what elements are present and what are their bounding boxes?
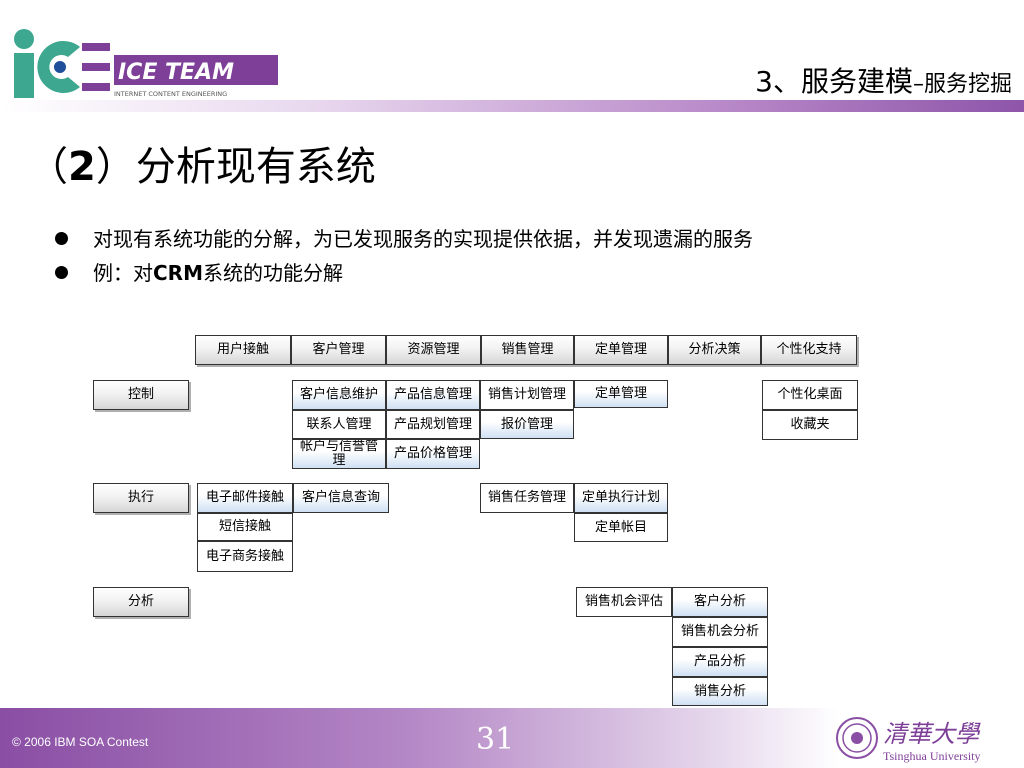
function-cell: 联系人管理 [292, 410, 386, 439]
function-cell: 销售分析 [672, 677, 768, 706]
tsinghua-logo: 清華大學 Tsinghua University [836, 717, 981, 763]
function-cell: 销售机会分析 [672, 617, 768, 647]
function-cell: 电子邮件接触 [197, 483, 293, 513]
function-cell: 产品价格管理 [386, 439, 480, 469]
bullet-dot-icon [55, 232, 68, 245]
logo-text: ICE TEAM [118, 60, 234, 85]
university-name-en: Tsinghua University [883, 749, 980, 763]
column-header: 资源管理 [386, 335, 481, 365]
function-cell: 帐户与信誉管理 [292, 439, 386, 469]
section-title: 3、服务建模–服务挖掘 [755, 60, 1012, 100]
logo-subtext: INTERNET CONTENT ENGINEERING [114, 90, 227, 98]
slide-title-open: （ [28, 144, 68, 190]
slide-title: （2）分析现有系统 [28, 134, 376, 192]
function-cell: 产品规划管理 [386, 410, 480, 439]
slide-title-number: 2 [68, 144, 96, 190]
function-cell: 短信接触 [197, 513, 293, 541]
function-cell: 客户信息维护 [292, 380, 386, 410]
function-cell: 定单管理 [574, 380, 668, 408]
function-cell: 销售任务管理 [480, 483, 574, 513]
bullet-bold: CRM [153, 261, 203, 285]
column-header: 客户管理 [291, 335, 386, 365]
function-cell: 销售机会评估 [576, 587, 672, 617]
bullet-suffix: 系统的功能分解 [202, 261, 343, 285]
function-cell: 定单执行计划 [574, 483, 668, 513]
function-cell: 客户分析 [672, 587, 768, 617]
bullet-item: 对现有系统功能的分解，为已发现服务的实现提供依据，并发现遗漏的服务 [55, 222, 753, 256]
function-cell: 产品信息管理 [386, 380, 480, 410]
row-header: 控制 [93, 380, 189, 410]
page-number: 31 [476, 722, 515, 757]
row-header: 执行 [93, 483, 189, 513]
section-title-main: 3、服务建模 [755, 65, 913, 98]
function-cell: 个性化桌面 [762, 380, 858, 410]
column-header: 销售管理 [481, 335, 574, 365]
column-header: 用户接触 [195, 335, 291, 365]
section-title-sub: 服务挖掘 [923, 72, 1012, 97]
column-header: 定单管理 [574, 335, 668, 365]
bullet-list: 对现有系统功能的分解，为已发现服务的实现提供依据，并发现遗漏的服务 例：对CRM… [55, 222, 753, 290]
column-header: 个性化支持 [761, 335, 857, 365]
section-title-separator: – [912, 72, 924, 97]
function-cell: 收藏夹 [762, 410, 858, 440]
bullet-dot-icon [55, 266, 68, 279]
university-name-cn: 清華大學 [883, 720, 981, 748]
row-header: 分析 [93, 587, 189, 617]
copyright-text: © 2006 IBM SOA Contest [12, 735, 149, 749]
column-header: 分析决策 [668, 335, 761, 365]
bullet-item: 例：对CRM系统的功能分解 [55, 256, 753, 290]
function-cell: 报价管理 [480, 410, 574, 439]
function-cell: 客户信息查询 [293, 483, 389, 513]
function-cell: 产品分析 [672, 647, 768, 677]
header-gradient-bar [0, 100, 1024, 112]
function-cell: 电子商务接触 [197, 541, 293, 572]
bullet-prefix: 例：对 [93, 261, 153, 285]
ice-team-logo: ICE TEAM INTERNET CONTENT ENGINEERING [14, 29, 278, 98]
slide-title-text: ）分析现有系统 [95, 144, 376, 190]
function-cell: 定单帐目 [574, 513, 668, 542]
function-cell: 销售计划管理 [480, 380, 574, 410]
bullet-text: 对现有系统功能的分解，为已发现服务的实现提供依据，并发现遗漏的服务 [93, 227, 753, 251]
